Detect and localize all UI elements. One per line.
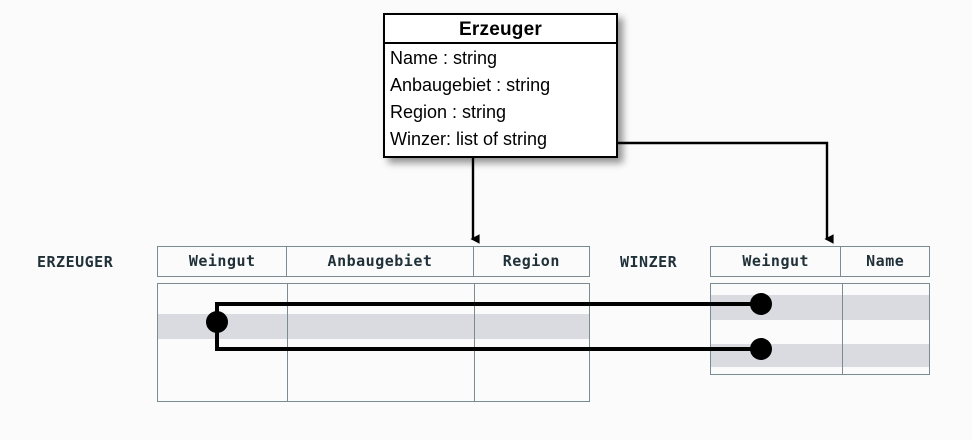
- column-header-region: Region: [502, 252, 560, 270]
- column-header-weingut: Weingut: [711, 247, 842, 276]
- table-row: [158, 284, 589, 314]
- column-divider: [287, 284, 288, 401]
- table-row: [711, 295, 929, 320]
- table-header-winzer: Weingut Name: [710, 246, 930, 277]
- column-divider: [474, 284, 475, 401]
- column-divider: [842, 284, 843, 374]
- uml-class-box-erzeuger: Erzeuger Name : string Anbaugebiet : str…: [383, 13, 618, 158]
- column-header-name: Name: [866, 252, 905, 270]
- column-header-anbaugebiet: Anbaugebiet: [287, 247, 474, 276]
- table-body-erzeuger: [157, 283, 590, 402]
- uml-attribute: Name : string: [390, 48, 498, 68]
- uml-class-name: Erzeuger: [385, 15, 616, 44]
- table-row: [158, 374, 589, 401]
- column-header-weingut: Weingut: [158, 247, 288, 276]
- table-row: [158, 314, 589, 339]
- table-row: [711, 284, 929, 295]
- uml-attribute: Winzer: list of string: [390, 129, 548, 149]
- uml-attribute: Region : string: [390, 102, 507, 122]
- table-row: [711, 344, 929, 367]
- table-body-winzer: [710, 283, 930, 375]
- table-row: [711, 320, 929, 344]
- table-label-winzer: WINZER: [620, 253, 678, 271]
- uml-attribute-list: Name : string Anbaugebiet : string Regio…: [385, 44, 616, 153]
- table-label-erzeuger: ERZEUGER: [37, 253, 114, 271]
- uml-attribute: Anbaugebiet : string: [390, 75, 551, 95]
- table-header-erzeuger: Weingut Anbaugebiet Region: [157, 246, 590, 277]
- table-row: [158, 339, 589, 374]
- arrow-winzer-weingut: [610, 141, 834, 244]
